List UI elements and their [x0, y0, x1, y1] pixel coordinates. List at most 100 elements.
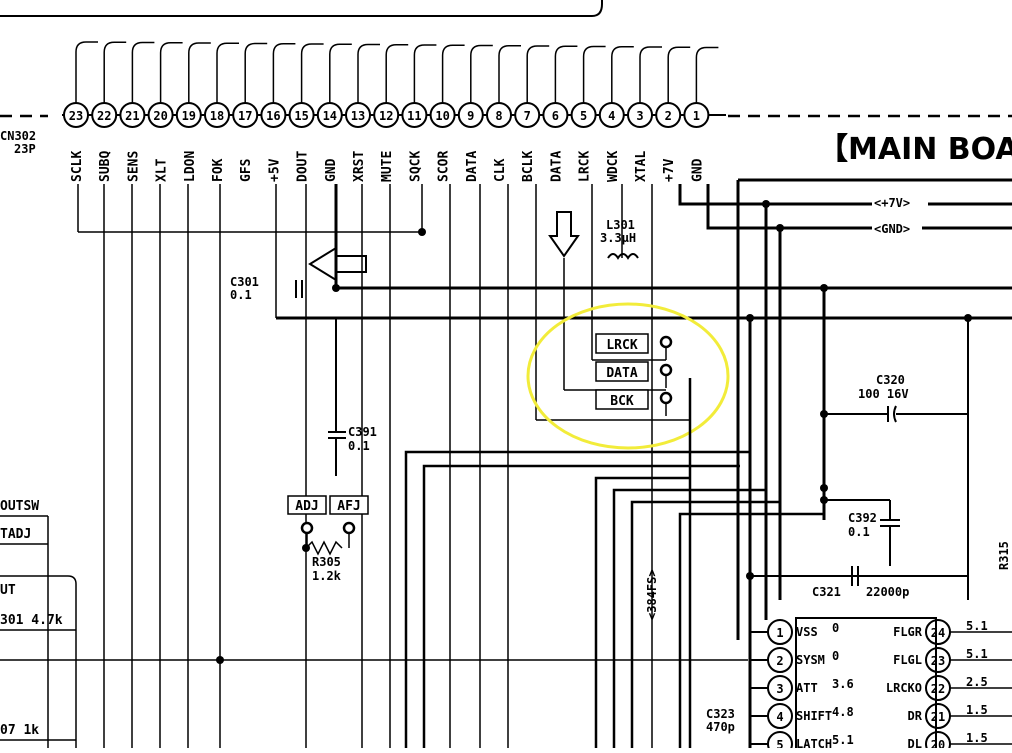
- ic-pin-voltage: 4.8: [832, 705, 854, 719]
- ic-pin-number: 2: [776, 654, 783, 668]
- connector-pin: [683, 102, 710, 128]
- harness-wire: [554, 45, 578, 103]
- ic-pin-voltage: 5.1: [966, 619, 988, 633]
- ic-pin-name: FLGR: [893, 625, 923, 639]
- harness-wire: [244, 42, 268, 103]
- ic-pin-number: 24: [931, 626, 945, 640]
- connector-pin: [486, 102, 512, 128]
- connector-ref: CN302: [0, 129, 36, 143]
- connector-pin-number: 10: [435, 109, 449, 123]
- harness-wire: [695, 46, 719, 103]
- connector-signal: SUBQ: [98, 151, 113, 182]
- connector-signal: GND: [690, 158, 705, 182]
- label-ut: UT: [0, 583, 16, 598]
- junction-dot: [216, 656, 224, 664]
- c392-symbol: [824, 499, 900, 566]
- connector-pin: [316, 102, 343, 128]
- connector-pin-number: 3: [636, 109, 643, 123]
- test-point-terminal: [659, 391, 673, 405]
- down-arrow-icon: [548, 211, 580, 258]
- connector-pin: [63, 102, 89, 128]
- harness-wire: [526, 45, 550, 103]
- adj-terminal: [300, 521, 314, 535]
- ic-pin: [767, 703, 793, 729]
- connector-pin: [91, 102, 118, 128]
- inductor-symbol: [607, 253, 639, 260]
- junction-dot: [332, 284, 340, 292]
- label-r307: 07 1k: [0, 723, 39, 738]
- connector-signal: DATA: [549, 151, 564, 182]
- connector-pin-number: 14: [323, 109, 337, 123]
- ic-pin-name: DL: [908, 737, 922, 748]
- connector-signal: MUTE: [380, 151, 395, 182]
- connector-pin-number: 1: [693, 109, 700, 123]
- c301-ref: C301: [230, 275, 259, 289]
- label-tadj: TADJ: [0, 527, 31, 542]
- connector-pin-count: 23P: [14, 142, 36, 156]
- connector-pin-number: 12: [379, 109, 393, 123]
- connector-signal: DATA: [465, 151, 480, 182]
- harness-wire: [131, 41, 155, 103]
- ic-pin: [767, 675, 793, 701]
- connector-pin: [401, 102, 428, 128]
- connector-pin: [457, 102, 484, 128]
- connector-pin-number: 2: [665, 109, 672, 123]
- rail-label-bg: [872, 220, 922, 236]
- test-point-label-box: [595, 333, 649, 354]
- harness-wire: [385, 44, 409, 103]
- connector-signal: XRST: [352, 151, 367, 182]
- connector-pin: [345, 102, 371, 128]
- harness-wire: [188, 42, 211, 103]
- harness-wire: [329, 43, 352, 103]
- connector-signal: XLT: [155, 158, 170, 182]
- ic-pin-name: SHIFT: [796, 709, 832, 723]
- connector-signal: WDCK: [606, 151, 621, 182]
- connector-pin: [627, 102, 653, 128]
- connector-pin-number: 11: [407, 109, 421, 123]
- harness-wire: [216, 42, 239, 103]
- ic-pin: [767, 647, 793, 673]
- c321-symbol: [851, 566, 859, 586]
- label-r301: 301 4.7k: [0, 613, 63, 628]
- c323-value: 470p: [706, 720, 735, 734]
- adj-terminal: [342, 521, 356, 535]
- label-outsw: OUTSW: [0, 499, 39, 514]
- ic-pin-voltage: 0: [832, 621, 839, 635]
- connector-signal: CLK: [493, 158, 508, 182]
- rail-plus7v: <+7V>: [874, 196, 910, 210]
- test-point-terminal: [659, 335, 673, 349]
- c321-value: 22000p: [866, 585, 909, 599]
- test-point-label-box: [595, 389, 649, 410]
- c320-value: 100 16V: [858, 387, 909, 401]
- ic-pin-name: LATCH: [796, 737, 832, 748]
- connector-pin: [542, 102, 569, 128]
- connector-signal: GFS: [239, 158, 254, 182]
- connector-pin: [204, 102, 230, 128]
- connector-pin-number: 7: [524, 109, 531, 123]
- ic-pin-number: 20: [931, 738, 945, 748]
- connector-signal: +7V: [662, 158, 677, 182]
- test-point-terminal: [659, 363, 673, 377]
- connector-pin-number: 5: [580, 109, 587, 123]
- ic-pin-voltage: 1.5: [966, 703, 988, 717]
- c392-ref: C392: [848, 511, 877, 525]
- test-point-label: LRCK: [606, 338, 637, 353]
- connector-pin-number: 16: [266, 109, 280, 123]
- connector-pin-number: 19: [182, 109, 196, 123]
- connector-signal: SCLK: [70, 151, 85, 182]
- ic-pin-voltage: 2.5: [966, 675, 988, 689]
- connector-signal: +5V: [267, 158, 282, 182]
- c301-value: 0.1: [230, 288, 252, 302]
- highlight-ellipse: [526, 302, 730, 450]
- ic-pin-voltage: 5.1: [966, 647, 988, 661]
- connector-pin-number: 6: [552, 109, 559, 123]
- c391-value: 0.1: [348, 439, 370, 453]
- connector-pin: [570, 102, 597, 128]
- r305-value: 1.2k: [312, 569, 342, 583]
- frame-corner: [0, 0, 603, 17]
- harness-wire: [75, 41, 98, 103]
